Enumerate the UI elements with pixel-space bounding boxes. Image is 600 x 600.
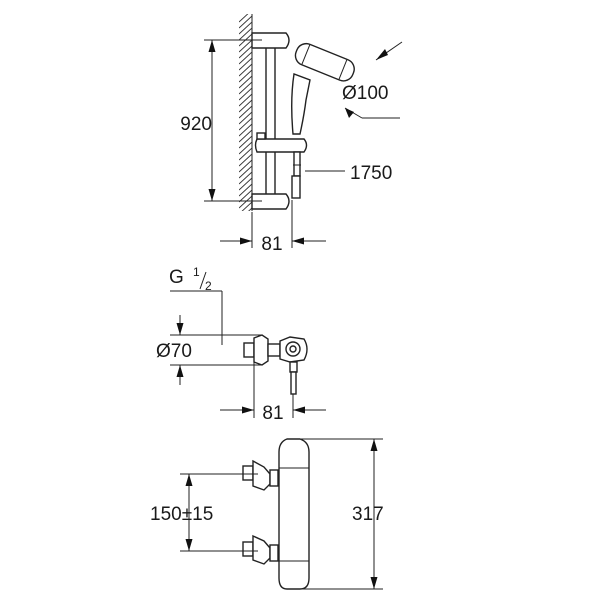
depth-81-top-label: 81 xyxy=(261,234,282,255)
hatch-line xyxy=(239,159,252,173)
valve-side-body xyxy=(243,334,308,395)
hatch-line xyxy=(239,39,252,53)
hand-shower xyxy=(291,42,355,135)
hatch-line xyxy=(239,189,252,203)
hatch-line xyxy=(239,21,252,35)
hatch-line xyxy=(248,207,252,211)
hatch-line xyxy=(239,214,252,226)
valve-front-view: 150±15 317 xyxy=(150,438,384,590)
thread-denominator: 2 xyxy=(205,279,212,293)
hatch-line xyxy=(239,123,252,137)
dimension-81-mid: 81 xyxy=(220,362,326,424)
hatch-line xyxy=(239,111,252,125)
head-diameter-label: Ø100 xyxy=(342,83,388,104)
hatch-line xyxy=(239,195,252,209)
hatch-line xyxy=(239,129,252,143)
thread-numerator: 1 xyxy=(193,265,200,279)
valve-side-view: G 1 2 Ø70 xyxy=(156,265,326,424)
hatch-line xyxy=(239,63,252,77)
hatch-line xyxy=(239,171,252,185)
dimension-150: 150±15 xyxy=(150,473,258,552)
hatch-line xyxy=(239,105,252,119)
spacing-150-label: 150±15 xyxy=(150,504,213,525)
valve-front-body xyxy=(242,438,310,590)
hatch-line xyxy=(239,93,252,107)
hatch-line xyxy=(239,27,252,41)
dimension-diameter-100: Ø100 xyxy=(342,41,403,119)
hatch-line xyxy=(239,220,252,232)
hatch-line xyxy=(239,153,252,167)
hatch-line xyxy=(239,183,252,197)
wall-hatching xyxy=(239,14,253,238)
shower-set-view: 920 Ø100 1750 81 xyxy=(180,14,403,255)
hatch-line xyxy=(241,201,252,211)
hatch-line xyxy=(239,45,252,59)
dimension-317: 317 xyxy=(300,438,384,590)
dimension-diameter-70: Ø70 xyxy=(156,315,262,385)
hatch-line xyxy=(239,226,252,238)
hatch-line xyxy=(239,87,252,101)
hatch-line xyxy=(239,69,252,83)
height-317-label: 317 xyxy=(352,504,384,525)
shower-rail xyxy=(251,32,308,210)
diameter-70-label: Ø70 xyxy=(156,341,192,362)
thread-label: G 1 2 xyxy=(169,265,223,345)
hatch-line xyxy=(239,165,252,179)
depth-81-mid-label: 81 xyxy=(262,403,283,424)
hatch-line xyxy=(239,75,252,89)
hatch-line xyxy=(239,81,252,95)
hatch-line xyxy=(239,147,252,161)
hatch-line xyxy=(239,14,249,23)
hatch-line xyxy=(239,57,252,71)
height-920-label: 920 xyxy=(180,114,212,135)
hose-length-label: 1750 xyxy=(350,163,392,184)
svg-text:G: G xyxy=(169,267,184,288)
hatch-line xyxy=(239,117,252,131)
dimension-81-top: 81 xyxy=(220,200,326,255)
thread-letter: G xyxy=(169,267,184,288)
hatch-line xyxy=(239,141,252,155)
hatch-line xyxy=(239,51,252,65)
dimension-1750: 1750 xyxy=(305,163,392,184)
hatch-line xyxy=(239,15,252,29)
dimension-920: 920 xyxy=(180,39,262,202)
hatch-line xyxy=(239,177,252,191)
hatch-line xyxy=(239,99,252,113)
hatch-line xyxy=(239,135,252,149)
